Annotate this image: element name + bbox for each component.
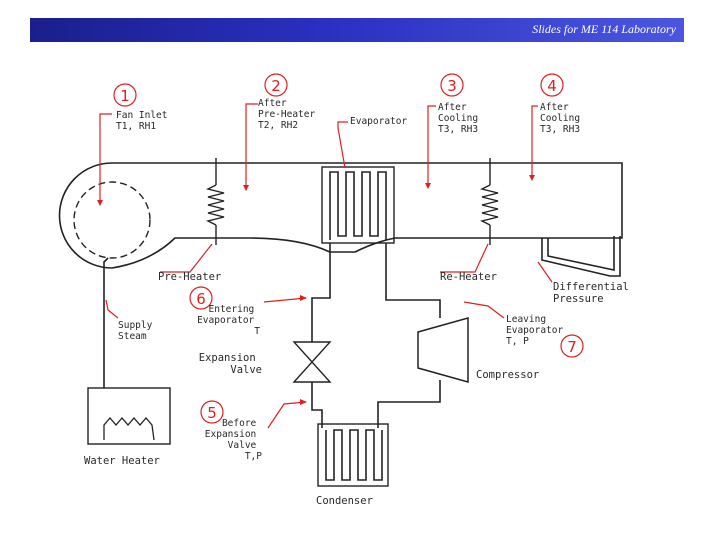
- compressor-icon: [417, 317, 469, 383]
- station-3-marker: 3: [440, 73, 464, 97]
- fan-icon: [73, 181, 151, 259]
- station-4-label: After Cooling T3, RH3: [540, 102, 586, 135]
- evaporator-coil: [321, 166, 395, 244]
- differential-pressure-gauge: [541, 236, 621, 277]
- station-7-marker: 7: [560, 334, 584, 358]
- station-3-label: After Cooling T3, RH3: [438, 102, 484, 135]
- re-heater-label: Re-Heater: [440, 271, 497, 283]
- station-2-marker: 2: [264, 73, 288, 97]
- expansion-valve-icon: [292, 341, 332, 383]
- station-5-label: Before Expansion Valve T,P: [205, 418, 262, 462]
- leader-lines: [97, 103, 553, 429]
- expansion-valve-label: Expansion Valve: [199, 352, 262, 376]
- pre-heater-coil: [205, 158, 225, 245]
- differential-pressure-label: Differential Pressure: [553, 281, 635, 305]
- condenser-coil: [317, 423, 389, 487]
- compressor-label: Compressor: [476, 369, 539, 381]
- svg-text:1: 1: [120, 87, 130, 105]
- station-1-marker: 1: [113, 83, 137, 107]
- evaporator-label: Evaporator: [350, 116, 407, 127]
- svg-text:6: 6: [196, 290, 206, 308]
- station-2-label: After Pre-Heater T2, RH2: [258, 98, 321, 131]
- svg-text:7: 7: [567, 338, 577, 356]
- svg-text:2: 2: [271, 77, 281, 95]
- header-bar: Slides for ME 114 Laboratory: [30, 18, 684, 42]
- supply-steam-label: Supply Steam: [118, 320, 158, 342]
- station-7-label: Leaving Evaporator T, P: [506, 314, 569, 347]
- svg-text:4: 4: [547, 77, 557, 95]
- refrigerant-loop: [311, 243, 441, 428]
- station-5-marker: 5: [200, 400, 224, 424]
- station-1-label: Fan Inlet T1, RH1: [116, 110, 173, 132]
- station-6-marker: 6: [189, 286, 213, 310]
- condenser-label: Condenser: [316, 495, 373, 507]
- steam-line: [103, 257, 109, 388]
- svg-text:3: 3: [447, 77, 457, 95]
- air-duct: [58, 162, 623, 269]
- water-heater-icon: [87, 387, 171, 445]
- pre-heater-label: Pre-Heater: [158, 271, 221, 283]
- station-4-marker: 4: [540, 73, 564, 97]
- svg-text:5: 5: [207, 404, 217, 422]
- re-heater-coil: [479, 158, 499, 245]
- water-heater-label: Water Heater: [84, 455, 160, 467]
- slide-title: Slides for ME 114 Laboratory: [532, 22, 676, 36]
- station-6-label: Entering Evaporator T: [197, 304, 260, 337]
